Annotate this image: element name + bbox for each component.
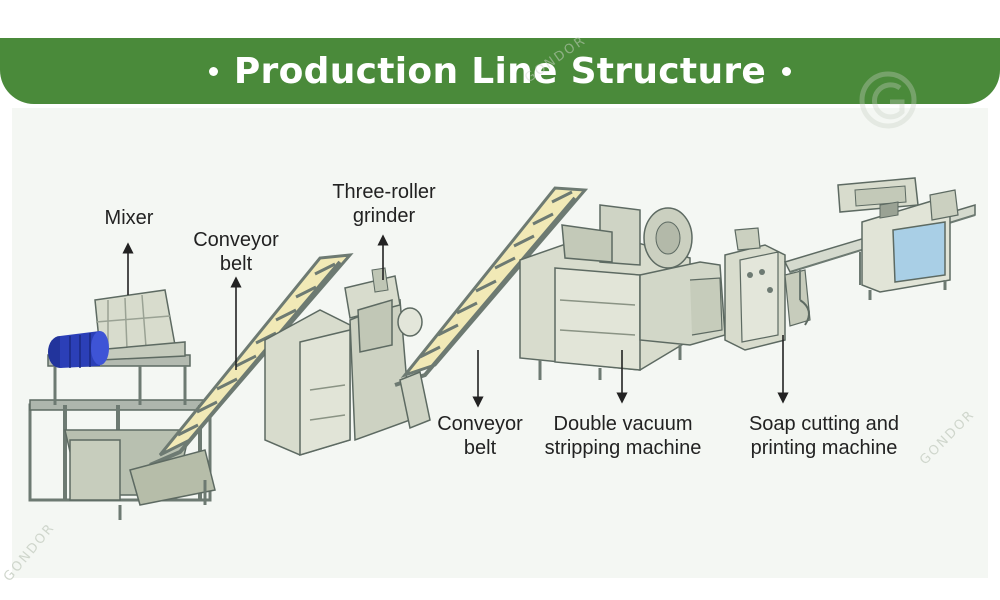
- double-vacuum-stripping-machine: [519, 204, 726, 380]
- title-text: Production Line Structure: [233, 50, 767, 92]
- title: Production Line Structure: [193, 51, 807, 92]
- mixer-motor: [48, 331, 109, 368]
- label-soap-cutting-printing-machine: Soap cutting and printing machine: [748, 413, 900, 459]
- label-double-vacuum-stripping-machine: Double vacuum stripping machine: [544, 413, 702, 459]
- label-mixer: Mixer: [104, 207, 154, 229]
- conveyor-belt-1: [118, 253, 354, 520]
- label-conveyor-belt-1: Conveyor belt: [193, 229, 279, 275]
- label-three-roller-grinder: Three-roller grinder: [332, 181, 436, 227]
- label-conveyor-belt-2: Conveyor belt: [437, 413, 523, 459]
- bullet-dot-right: [782, 66, 792, 76]
- conveyor-belt-2: [394, 186, 589, 430]
- three-roller-grinder: [264, 267, 423, 457]
- control-cabinet: [724, 227, 811, 351]
- title-banner: Production Line Structure: [0, 38, 1000, 104]
- mixer-machine: [28, 289, 216, 502]
- gondor-logo-watermark: [859, 71, 917, 129]
- label-arrows: [122, 234, 789, 408]
- bullet-dot-left: [208, 66, 218, 76]
- soap-cutting-printing-machine: [783, 177, 976, 300]
